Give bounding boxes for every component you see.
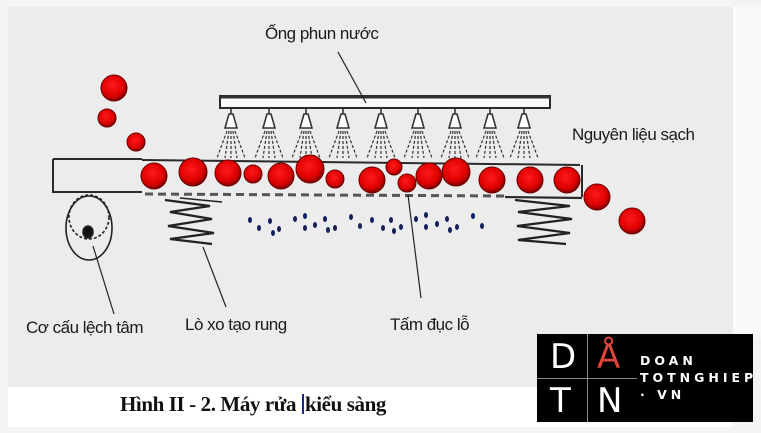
label-perforated-plate: Tấm đục lỗ <box>390 315 470 334</box>
watermark-logo: D Å T N DOAN TOTNGHIEP · VN <box>537 334 753 422</box>
vibration-spring-left <box>164 197 223 246</box>
logo-divider-horizontal <box>537 378 637 379</box>
caption-text-end: kiểu sàng <box>304 392 386 416</box>
logo-text-line3: · VN <box>640 387 686 402</box>
label-vibration-spring: Lò xo tạo rung <box>185 315 287 334</box>
figure-caption: Hình II - 2. Máy rửa kiểu sàng <box>120 392 386 417</box>
leader-spring <box>202 246 227 308</box>
caption-text-start: Hình II - 2. Máy rửa <box>120 392 301 416</box>
logo-letter-n: N <box>597 381 623 421</box>
text-cursor <box>301 394 304 414</box>
material-balls <box>97 74 646 235</box>
logo-letter-t: T <box>550 381 571 421</box>
figure-panel <box>8 7 733 387</box>
page-margin <box>733 7 761 337</box>
leader-spray-pipe <box>337 51 367 104</box>
spray-pipe <box>219 95 551 109</box>
leader-eccentric <box>92 245 115 315</box>
label-clean-material: Nguyên liệu sạch <box>572 125 695 144</box>
label-eccentric-mechanism: Cơ cấu lệch tâm <box>26 318 144 337</box>
logo-compass-icon: Å <box>597 337 621 377</box>
logo-text-line1: DOAN <box>640 353 697 368</box>
logo-letter-d: D <box>550 337 577 377</box>
leader-perforated-plate <box>407 194 422 299</box>
eccentric-mechanism <box>65 194 113 261</box>
sieve-tray <box>52 158 583 200</box>
vibration-spring-right <box>514 198 573 246</box>
label-spray-pipe: Ống phun nước <box>265 24 379 43</box>
logo-text-line2: TOTNGHIEP <box>640 370 758 385</box>
spray-nozzles <box>216 108 539 159</box>
water-drops <box>248 212 484 236</box>
